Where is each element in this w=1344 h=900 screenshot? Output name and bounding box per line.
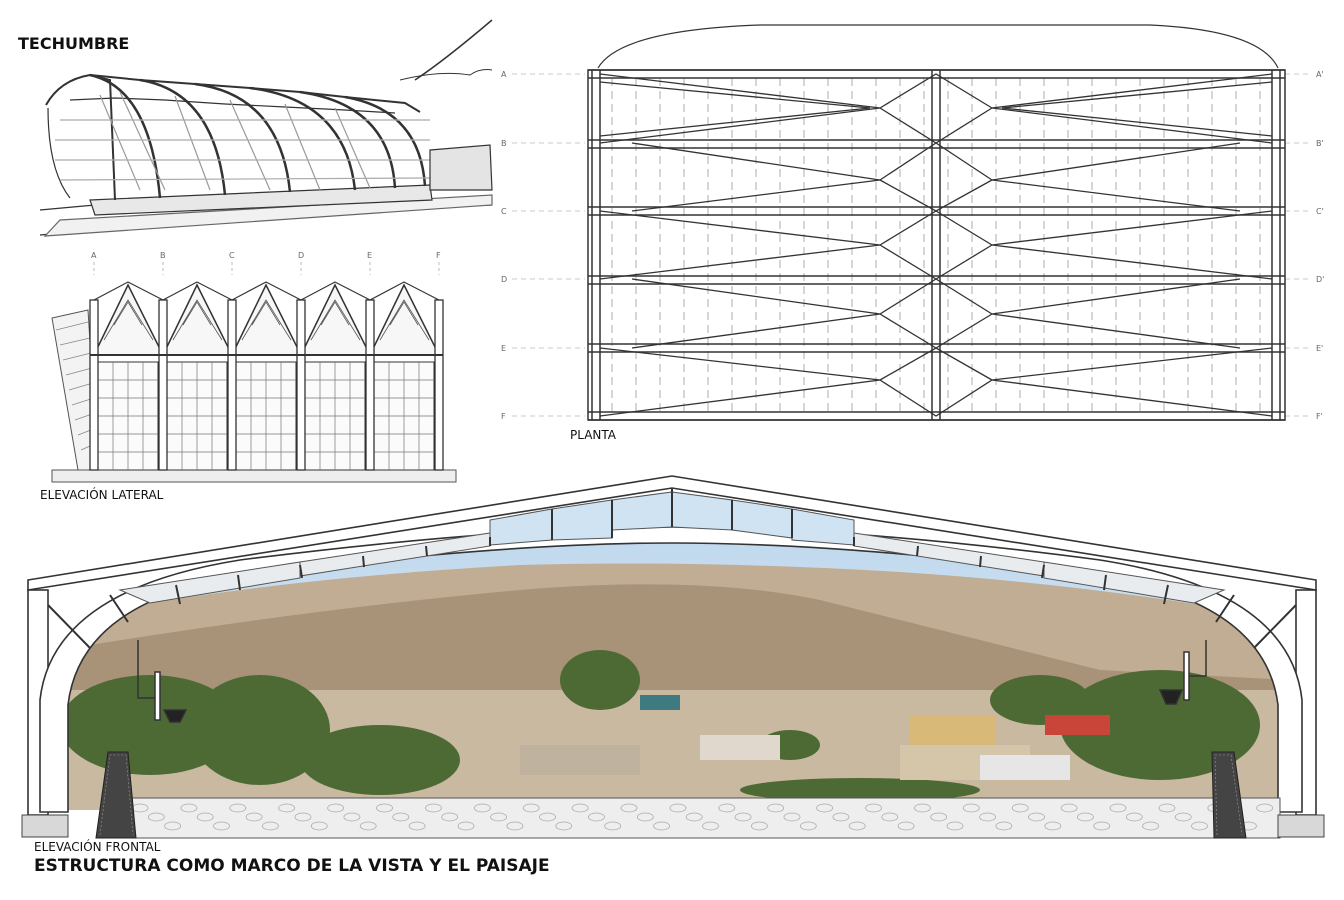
lateral-elevation-drawing <box>51 262 457 483</box>
plan-drawing <box>512 24 1312 421</box>
base-stone <box>718 803 736 813</box>
plan-axis-label-left: C <box>501 207 507 216</box>
base-stone <box>897 821 915 831</box>
plan-label: PLANTA <box>570 428 616 442</box>
base-stone <box>473 803 491 813</box>
base-stone <box>506 821 524 831</box>
plan-axis-label-left: A <box>501 70 507 79</box>
base-stone <box>669 803 687 813</box>
base-stone <box>702 821 719 831</box>
base-stone <box>539 812 556 822</box>
plan-axis-label-right: B' <box>1316 139 1324 148</box>
plan-axis-label-right: C' <box>1316 207 1324 216</box>
sheet-caption: ESTRUCTURA COMO MARCO DE LA VISTA Y EL P… <box>34 856 550 876</box>
base-stone <box>196 812 214 822</box>
base-stone <box>310 821 328 831</box>
base-stone <box>816 803 833 813</box>
base-stone <box>832 812 850 822</box>
base-stone <box>1011 803 1029 813</box>
base-stone <box>783 812 801 822</box>
sheet-heading: TECHUMBRE <box>18 34 130 53</box>
base-stone <box>343 812 361 822</box>
base-stone <box>213 821 230 831</box>
plan-axis-label-left: E <box>501 344 506 353</box>
base-stone <box>522 803 540 813</box>
base-stone <box>1256 803 1274 813</box>
base-stone <box>979 812 996 822</box>
base-stone <box>848 821 866 831</box>
base-stone <box>930 812 948 822</box>
base-stone <box>376 803 393 813</box>
base-stone <box>392 812 410 822</box>
landscape-view <box>68 540 1278 810</box>
plan-axis-label-right: A' <box>1316 70 1324 79</box>
base-stone <box>914 803 931 813</box>
base-stone <box>865 803 882 813</box>
base-stone <box>620 803 638 813</box>
base-stone <box>261 821 279 831</box>
base-stone <box>164 821 182 831</box>
base-stone <box>1158 803 1176 813</box>
base-stone <box>1060 803 1078 813</box>
base-stone <box>946 821 964 831</box>
base-stone <box>180 803 198 813</box>
base-stone <box>995 821 1013 831</box>
base-stone <box>408 821 426 831</box>
elevation-axis-label: E <box>367 251 372 260</box>
base-stone <box>588 812 605 822</box>
plan-axis-label-left: F <box>501 412 506 421</box>
plan-axis-label-right: D' <box>1316 275 1324 284</box>
base-stone <box>1142 821 1159 831</box>
plan-axis-label-right: E' <box>1316 344 1323 353</box>
base-stone <box>1191 821 1208 831</box>
base-stone <box>571 803 589 813</box>
base-stone <box>685 812 703 822</box>
base-stone <box>1174 812 1192 822</box>
base-stone <box>441 812 459 822</box>
elevation-axis-label: A <box>91 251 97 260</box>
base-stone <box>604 821 622 831</box>
base-stone <box>1044 821 1062 831</box>
base-stone <box>457 821 475 831</box>
base-stone <box>424 803 442 813</box>
base-stone <box>636 812 654 822</box>
base-stone <box>1093 821 1111 831</box>
base-stone <box>490 812 508 822</box>
elevation-axis-label: B <box>160 251 166 260</box>
base-stone <box>555 821 573 831</box>
base-stone <box>245 812 263 822</box>
frontal-elevation-label: ELEVACIÓN FRONTAL <box>34 840 161 854</box>
base-stone <box>1028 812 1045 822</box>
base-stone <box>1125 812 1143 822</box>
base-stone <box>881 812 899 822</box>
elevation-axis-label: F <box>436 251 441 260</box>
base-stone <box>1077 812 1094 822</box>
base-stone <box>767 803 785 813</box>
lateral-elevation-label: ELEVACIÓN LATERAL <box>40 488 164 502</box>
base-stone <box>147 812 165 822</box>
base-stone <box>359 821 377 831</box>
base-stone <box>327 803 345 813</box>
elevation-axis-label: C <box>229 251 235 260</box>
base-stone <box>962 803 980 813</box>
base-stone <box>294 812 312 822</box>
base-stone <box>278 803 296 813</box>
base-stone <box>229 803 247 813</box>
base-stone <box>653 821 670 831</box>
elevation-axis-label: D <box>298 251 304 260</box>
frontal-elevation-drawing <box>21 475 1325 839</box>
basketball-hoop-right <box>1158 640 1207 705</box>
plan-axis-label-left: D <box>501 275 507 284</box>
plan-axis-label-right: F' <box>1316 412 1323 421</box>
base-stone <box>1109 803 1127 813</box>
vault-arches <box>45 73 493 201</box>
base-stone <box>799 821 817 831</box>
perspective-sketch <box>39 19 493 237</box>
base-stone <box>734 812 752 822</box>
plan-axis-label-left: B <box>501 139 507 148</box>
basketball-hoop-left <box>137 640 188 723</box>
base-stone <box>751 821 768 831</box>
